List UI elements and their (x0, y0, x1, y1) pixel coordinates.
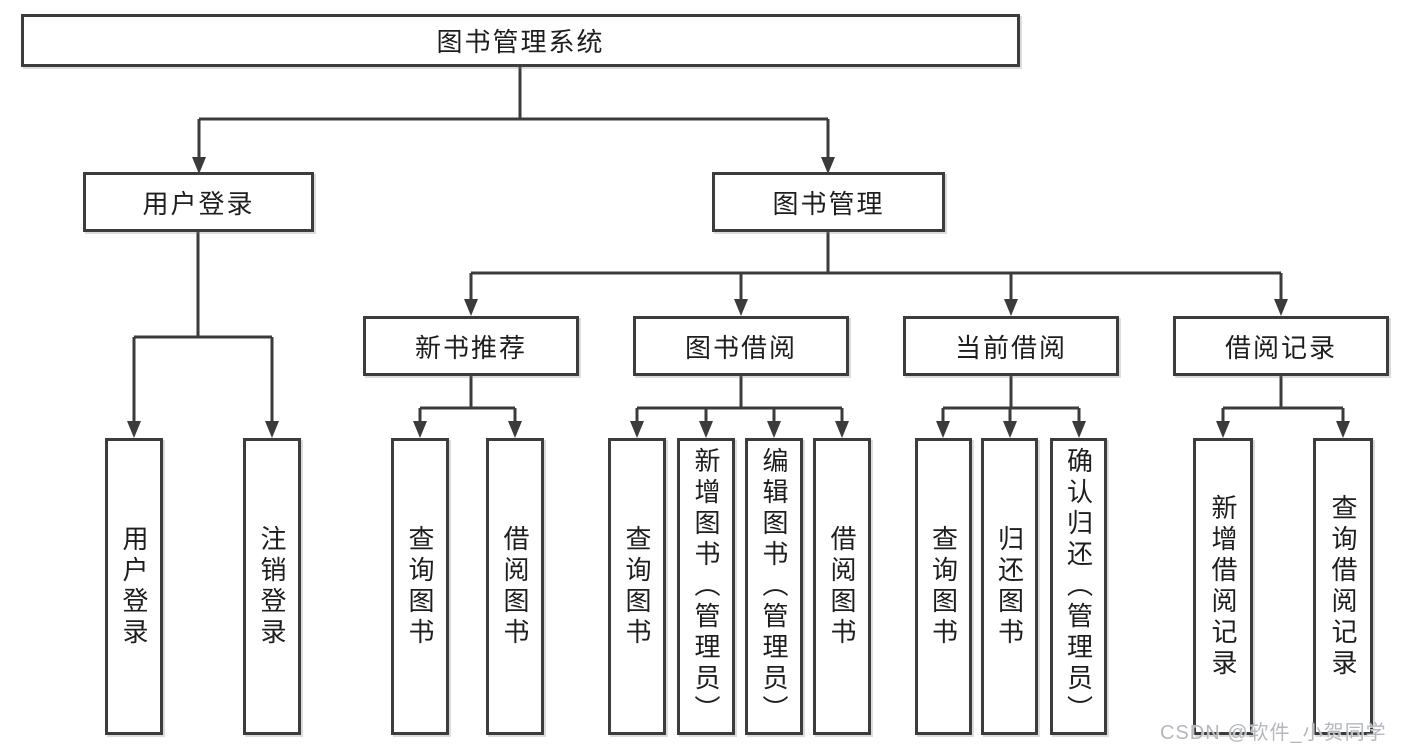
leaf-nbr-borrow-books-label: 借阅图书 (500, 524, 530, 649)
leaf-user-login-label: 用户登录 (119, 524, 149, 649)
leaf-bb-borrow-books-label: 借阅图书 (827, 524, 857, 649)
watermark-text: CSDN @软件_小贺同学 (1160, 722, 1387, 744)
leaf-bb-add-book-admin-label: 新增图书（管理员） (691, 447, 721, 726)
arrowheads (127, 157, 1350, 438)
node-book-management: 图书管理 (712, 172, 945, 232)
node-user-login: 用户登录 (83, 172, 314, 232)
leaf-bb-edit-book-admin-label: 编辑图书（管理员） (759, 447, 789, 726)
leaf-br-query-record: 查询借阅记录 (1313, 438, 1373, 735)
leaf-br-query-record-label: 查询借阅记录 (1328, 493, 1358, 680)
node-current-borrowing: 当前借阅 (903, 316, 1119, 376)
leaf-bb-edit-book-admin: 编辑图书（管理员） (745, 438, 803, 735)
node-book-borrowing-label: 图书借阅 (684, 332, 797, 363)
leaf-nbr-query-books-label: 查询图书 (405, 524, 435, 649)
leaf-cb-query-books: 查询图书 (915, 438, 972, 735)
node-user-login-label: 用户登录 (142, 188, 255, 219)
node-root-label: 图书管理系统 (436, 27, 605, 57)
leaf-bb-add-book-admin: 新增图书（管理员） (677, 438, 735, 735)
leaf-cb-confirm-return-admin-label: 确认归还（管理员） (1063, 447, 1094, 726)
leaf-logout: 注销登录 (243, 438, 301, 735)
node-borrowing-records-label: 借阅记录 (1224, 332, 1337, 363)
leaf-cb-confirm-return-admin: 确认归还（管理员） (1050, 438, 1107, 735)
leaf-cb-return-book: 归还图书 (981, 438, 1038, 735)
leaf-user-login: 用户登录 (105, 438, 163, 735)
node-book-borrowing: 图书借阅 (633, 316, 849, 376)
node-borrowing-records: 借阅记录 (1173, 316, 1389, 376)
leaf-bb-borrow-books: 借阅图书 (813, 438, 871, 735)
leaf-br-add-record: 新增借阅记录 (1193, 438, 1253, 735)
node-current-borrowing-label: 当前借阅 (954, 332, 1067, 363)
node-new-book-recommendation-label: 新书推荐 (414, 332, 527, 363)
node-root: 图书管理系统 (21, 14, 1020, 67)
leaf-cb-return-book-label: 归还图书 (994, 524, 1025, 649)
leaf-nbr-borrow-books: 借阅图书 (486, 438, 544, 735)
node-book-management-label: 图书管理 (772, 188, 885, 219)
leaf-br-add-record-label: 新增借阅记录 (1208, 493, 1238, 680)
leaf-logout-label: 注销登录 (257, 524, 287, 649)
leaf-nbr-query-books: 查询图书 (391, 438, 449, 735)
leaf-cb-query-books-label: 查询图书 (928, 524, 959, 649)
leaf-bb-query-books-label: 查询图书 (622, 524, 652, 649)
node-new-book-recommendation: 新书推荐 (363, 316, 579, 376)
leaf-bb-query-books: 查询图书 (608, 438, 666, 735)
